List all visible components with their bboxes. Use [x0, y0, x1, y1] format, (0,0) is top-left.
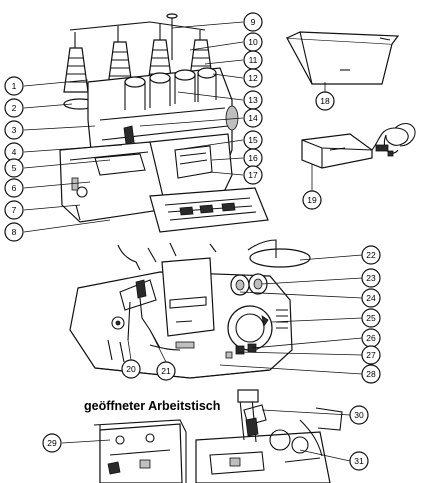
callout-13: 13	[243, 90, 263, 110]
callout-24: 24	[361, 288, 381, 308]
callout-3: 3	[4, 120, 24, 140]
callout-31: 31	[349, 451, 369, 471]
callout-number: 27	[366, 350, 376, 360]
overlocker-machine-front	[59, 13, 269, 233]
callout-number: 15	[248, 135, 258, 145]
callout-number: 29	[47, 438, 57, 448]
callout-5: 5	[4, 158, 24, 178]
callout-28: 28	[361, 364, 381, 384]
callout-number: 22	[366, 250, 376, 260]
callout-number: 25	[366, 313, 376, 323]
callout-4: 4	[4, 142, 24, 162]
tension-dials	[124, 67, 217, 110]
callout-22: 22	[361, 245, 381, 265]
callout-2: 2	[4, 98, 24, 118]
callout-21: 21	[156, 361, 176, 381]
callout-15: 15	[243, 130, 263, 150]
callout-number: 7	[12, 205, 17, 215]
callout-number: 11	[249, 55, 258, 65]
callout-19: 19	[302, 190, 322, 210]
callout-9: 9	[243, 12, 263, 32]
callout-27: 27	[361, 345, 381, 365]
callout-number: 4	[12, 147, 17, 157]
callout-11: 11	[243, 50, 263, 70]
callout-17: 17	[243, 165, 263, 185]
callout-20: 20	[121, 359, 141, 379]
callout-29: 29	[42, 433, 62, 453]
callout-25: 25	[361, 308, 381, 328]
callout-number: 9	[251, 17, 256, 27]
section-title: geöffneter Arbeitstisch	[84, 399, 220, 413]
callout-23: 23	[361, 268, 381, 288]
callout-number: 13	[248, 95, 258, 105]
callout-number: 24	[366, 293, 376, 303]
callout-number: 30	[354, 410, 364, 420]
callout-number: 19	[307, 195, 317, 205]
callout-26: 26	[361, 328, 381, 348]
callout-18: 18	[315, 91, 335, 111]
callout-16: 16	[243, 148, 263, 168]
callout-number: 14	[248, 113, 258, 123]
callout-number: 28	[366, 369, 376, 379]
callout-number: 5	[12, 163, 17, 173]
callout-14: 14	[243, 108, 263, 128]
opened-work-table-view	[93, 389, 343, 483]
callout-number: 20	[126, 364, 136, 374]
callout-number: 8	[12, 227, 17, 237]
callout-number: 23	[366, 273, 376, 283]
callout-number: 6	[12, 183, 17, 193]
callout-number: 12	[248, 73, 258, 83]
callout-12: 12	[243, 68, 263, 88]
callout-6: 6	[4, 178, 24, 198]
callout-10: 10	[243, 32, 263, 52]
callout-number: 16	[248, 153, 258, 163]
foot-control-illustration	[301, 122, 416, 169]
callout-number: 1	[12, 81, 17, 91]
callout-number: 21	[161, 366, 171, 376]
callout-7: 7	[4, 200, 24, 220]
callout-number: 17	[248, 170, 258, 180]
callout-number: 18	[320, 96, 330, 106]
callout-number: 2	[12, 103, 17, 113]
waste-tray-illustration	[285, 31, 400, 85]
overlocker-machine-side	[69, 239, 311, 379]
callout-number: 3	[12, 125, 17, 135]
thread-spool-1	[63, 47, 89, 93]
callout-8: 8	[4, 222, 24, 242]
callout-30: 30	[349, 405, 369, 425]
callout-number: 26	[366, 333, 376, 343]
callout-1: 1	[4, 76, 24, 96]
leader-lines	[23, 21, 363, 462]
callout-number: 10	[248, 37, 258, 47]
callout-number: 31	[354, 456, 364, 466]
